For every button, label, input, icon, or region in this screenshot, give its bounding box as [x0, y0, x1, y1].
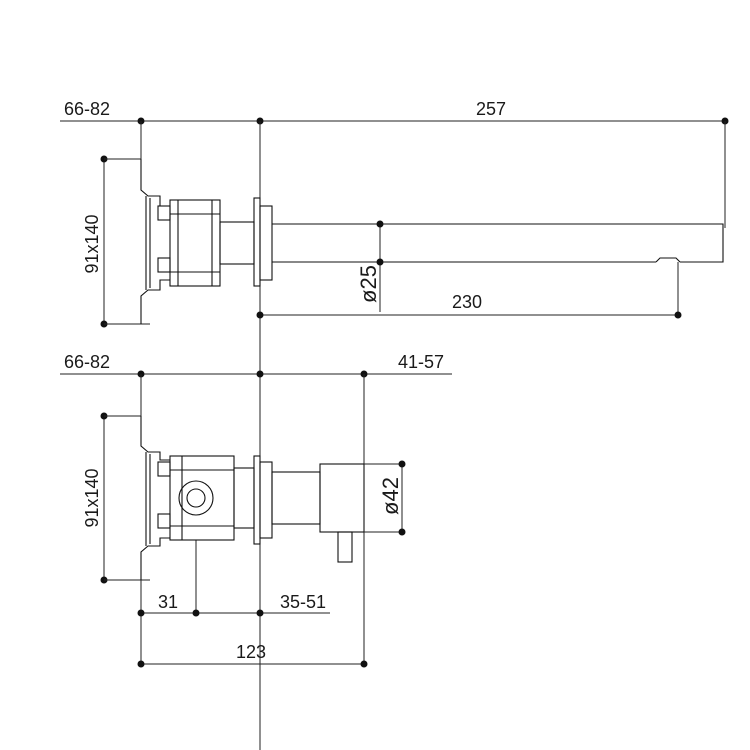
- escutcheon-flange: [259, 461, 273, 539]
- dim-dot: [376, 258, 384, 266]
- escutcheon-flange: [259, 205, 273, 281]
- bracket-edge: [145, 452, 151, 546]
- valve-body: [169, 455, 235, 541]
- bracket-clip: [157, 257, 171, 273]
- dim-dot: [137, 660, 145, 668]
- bottom-view: 66-82 41-57 91x140: [60, 352, 452, 668]
- dim-dot: [398, 460, 406, 468]
- bracket-clip: [157, 461, 171, 477]
- handle-range-label: 41-57: [398, 352, 444, 372]
- spout-outlet: [655, 257, 681, 263]
- valve-outlet-inner: [186, 488, 206, 508]
- bottom-wall-range-label: 66-82: [64, 352, 110, 372]
- dim-dot: [376, 220, 384, 228]
- top-plate-size-label: 91x140: [82, 214, 102, 273]
- top-spout-length-label: 257: [476, 99, 506, 119]
- mounting-bracket: [140, 416, 170, 580]
- handle-diameter-label: ø42: [378, 477, 403, 515]
- offset-label: 31: [158, 592, 178, 612]
- handle-sleeve: [271, 471, 321, 525]
- escutcheon: [253, 455, 261, 545]
- mounting-bracket: [140, 159, 170, 324]
- valve-neck: [219, 221, 255, 265]
- top-wall-range-label: 66-82: [64, 99, 110, 119]
- spout: [272, 223, 724, 263]
- escutcheon: [253, 197, 261, 287]
- valve-outlet: [178, 480, 214, 516]
- bracket-clip: [157, 513, 171, 529]
- valve-body-detail: [170, 456, 234, 540]
- depth-range-label: 35-51: [280, 592, 326, 612]
- reach-label: 230: [452, 292, 482, 312]
- dim-dot: [360, 660, 368, 668]
- handle-lever: [337, 531, 353, 563]
- dim-dot: [137, 609, 145, 617]
- dim-dot: [256, 609, 264, 617]
- valve-body-detail: [170, 200, 220, 286]
- valve-neck: [233, 467, 255, 529]
- handle-cylinder: [319, 463, 365, 533]
- bracket-clip: [157, 205, 171, 221]
- dim-dot: [398, 528, 406, 536]
- dim-dot: [256, 311, 264, 319]
- dim-dot: [192, 609, 200, 617]
- dim-dot: [256, 370, 264, 378]
- bottom-plate-size-label: 91x140: [82, 468, 102, 527]
- bracket-edge: [145, 196, 151, 290]
- pipe-diameter-label: ø25: [356, 265, 381, 303]
- total-label: 123: [236, 642, 266, 662]
- top-view: 66-82 257 91x140 ø25: [60, 99, 729, 750]
- dim-dot: [674, 311, 682, 319]
